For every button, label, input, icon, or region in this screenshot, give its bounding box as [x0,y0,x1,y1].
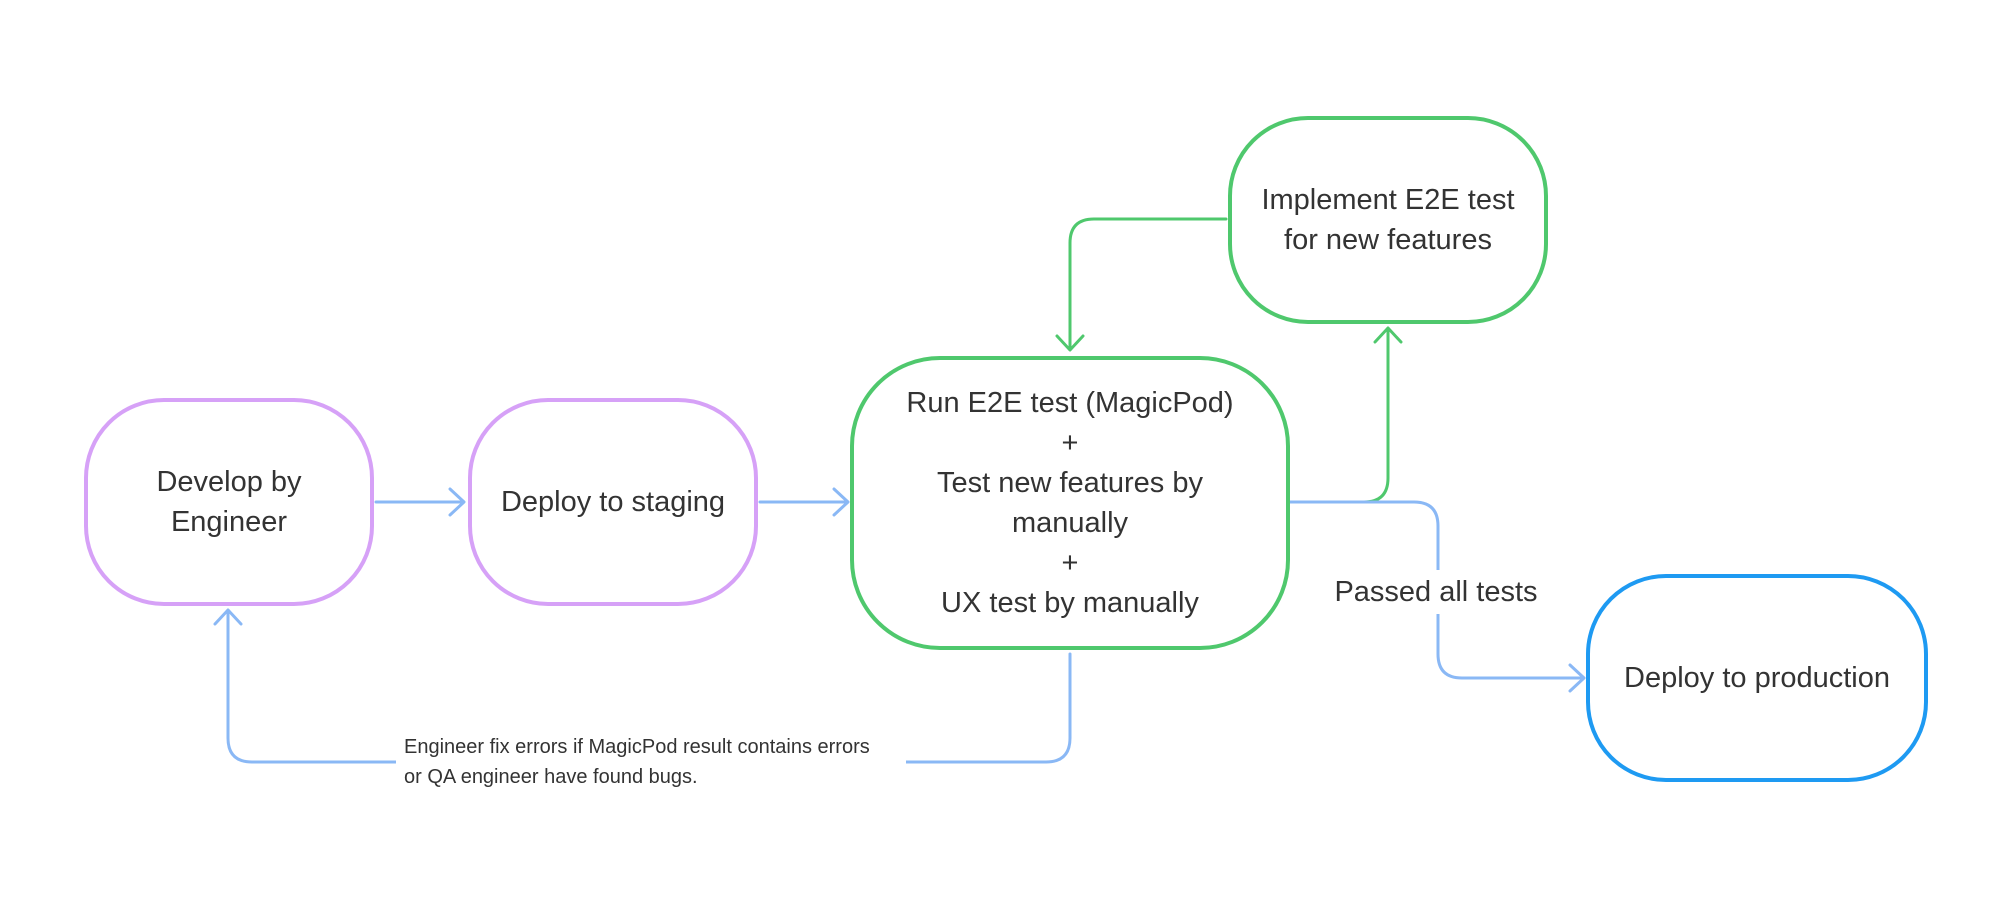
node-production-label: Deploy to production [1624,662,1890,694]
edge-develop-to-staging [374,487,466,517]
node-deploy-to-production: Deploy to production [1586,574,1928,782]
node-implement-e2e-test: Implement E2E test for new features [1228,116,1548,324]
node-deploy-to-staging: Deploy to staging [468,398,758,606]
edge-label-passed-all-tests: Passed all tests [1326,570,1546,614]
edge-run-e2e-to-implement [1288,326,1403,504]
node-run-e2e-label: Run E2E test (MagicPod) + Test new featu… [906,387,1234,619]
edge-staging-to-run-e2e [758,487,850,517]
node-staging-label: Deploy to staging [500,486,726,518]
node-run-e2e-test: Run E2E test (MagicPod) + Test new featu… [850,356,1290,650]
edge-implement-to-run-e2e [1055,217,1228,352]
node-develop-by-engineer: Develop by Engineer [84,398,374,606]
node-develop-label: Develop by Engineer [156,466,302,538]
node-implement-label: Implement E2E test for new features [1261,184,1515,256]
edge-label-fix-errors: Engineer fix errors if MagicPod result c… [396,732,906,792]
